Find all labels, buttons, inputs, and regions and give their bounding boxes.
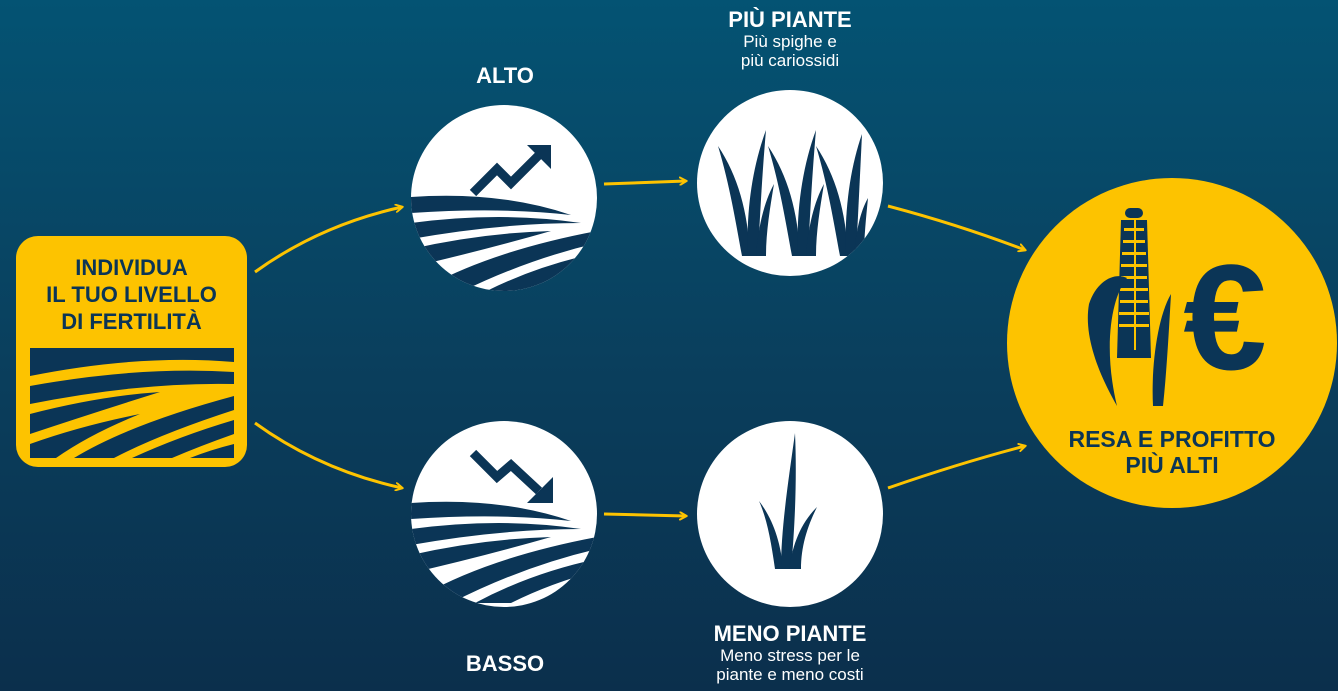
corn-icon — [1087, 208, 1171, 406]
trend-up-icon — [469, 145, 551, 197]
low-fertility-circle — [411, 421, 597, 607]
trend-down-icon — [469, 449, 553, 503]
fewer-plants-sub-1: Meno stress per le — [720, 646, 860, 665]
arrow-start-to-high — [254, 207, 402, 274]
euro-icon: € — [1183, 233, 1267, 401]
result-circle: € RESA E PROFITTO PIÙ ALTI — [1007, 178, 1337, 508]
result-line-2: PIÙ ALTI — [1125, 452, 1219, 478]
low-label: BASSO — [465, 651, 545, 676]
field-icon — [30, 348, 234, 458]
high-label: ALTO — [476, 63, 534, 88]
high-fertility-circle — [411, 105, 597, 291]
fertility-line-1: INDIVIDUA — [75, 255, 188, 280]
field-icon — [411, 501, 597, 603]
arrow-low-to-fewer — [603, 514, 686, 516]
fertility-level-title: INDIVIDUA IL TUO LIVELLO DI FERTILITÀ — [16, 254, 247, 335]
arrow-more-to-result — [887, 204, 1025, 250]
arrow-start-to-low — [254, 421, 402, 488]
arrow-high-to-more — [603, 181, 686, 184]
more-plants-sub-2: più cariossidi — [740, 51, 840, 70]
more-plants-title: PIÙ PIANTE — [728, 7, 852, 32]
field-icon — [411, 195, 597, 291]
more-plants-circle — [697, 90, 883, 276]
more-plants-sub-1: Più spighe e — [743, 32, 837, 51]
grass-icon — [718, 130, 868, 256]
result-line-1: RESA E PROFITTO — [1068, 426, 1276, 452]
fertility-line-2: IL TUO LIVELLO — [46, 282, 217, 307]
grass-icon — [759, 433, 817, 569]
fewer-plants-circle — [697, 421, 883, 607]
fewer-plants-sub-2: piante e meno costi — [716, 665, 864, 684]
fewer-plants-title: MENO PIANTE — [713, 621, 867, 646]
fertility-line-3: DI FERTILITÀ — [61, 309, 202, 334]
fertility-level-box: INDIVIDUA IL TUO LIVELLO DI FERTILITÀ — [16, 236, 247, 467]
result-text: RESA E PROFITTO PIÙ ALTI — [1007, 426, 1337, 478]
arrow-fewer-to-result — [887, 446, 1025, 490]
